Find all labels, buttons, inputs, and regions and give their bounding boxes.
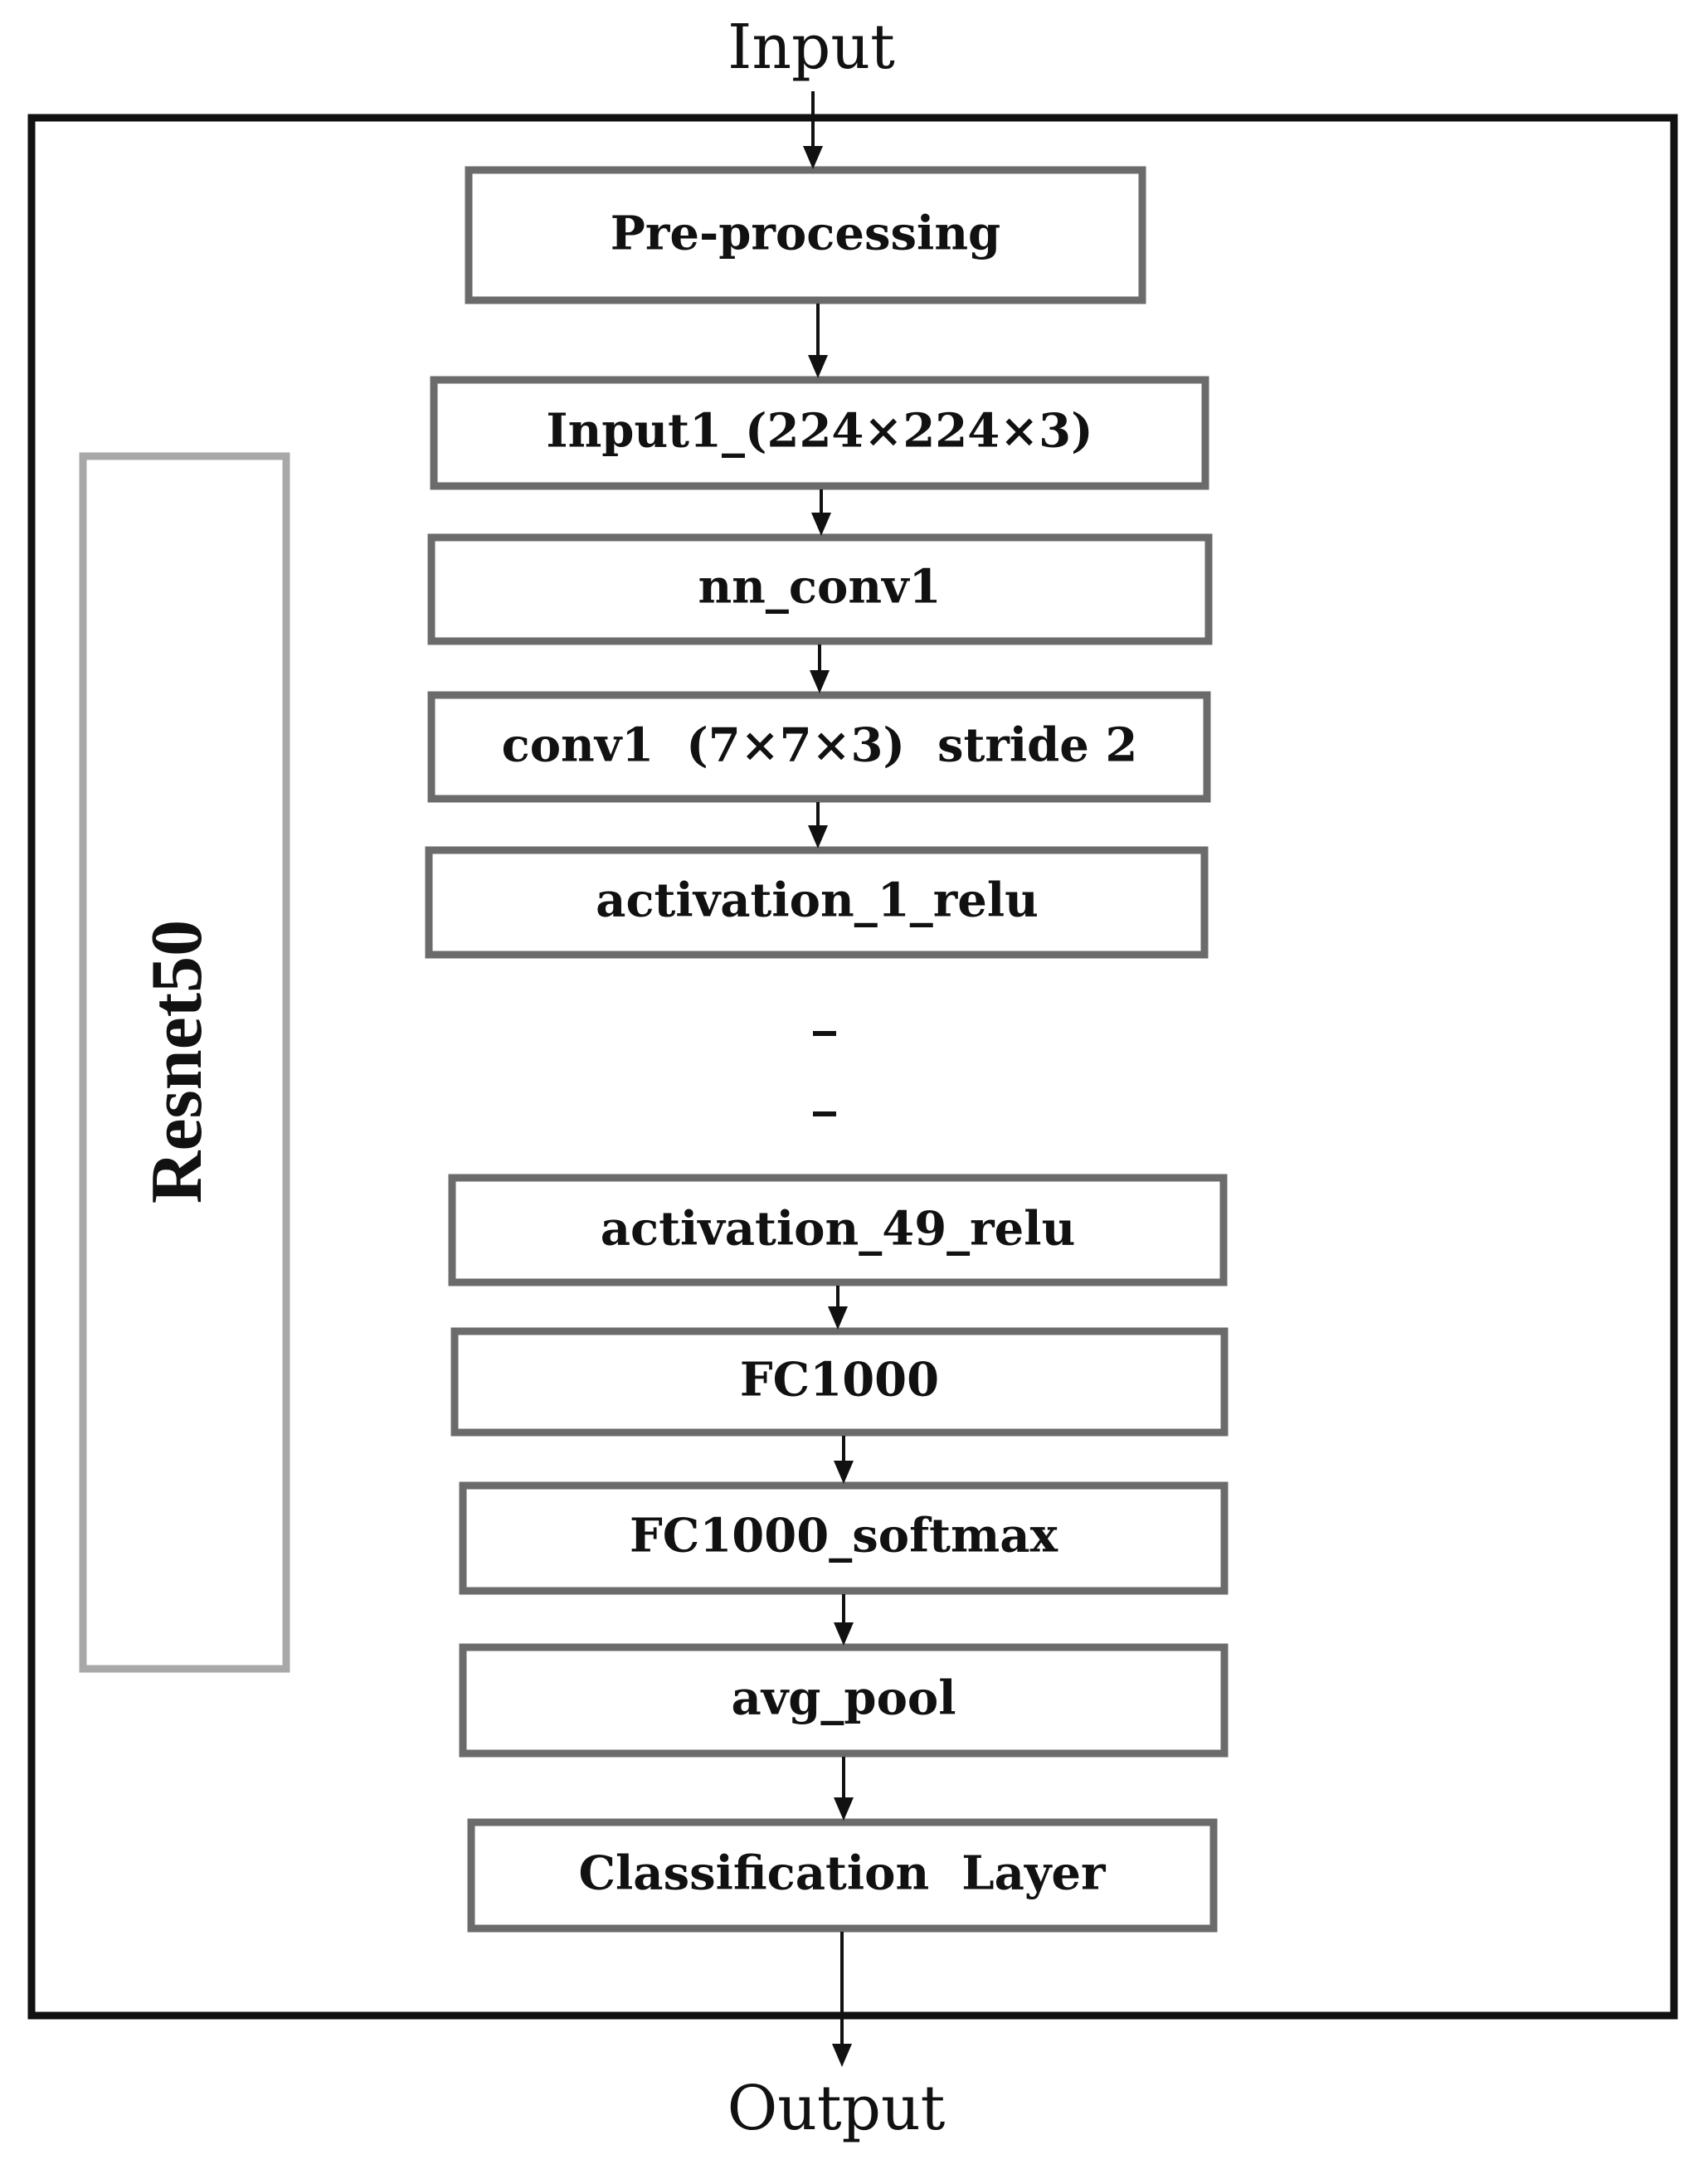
layer-box-fc1000: FC1000: [450, 1327, 1229, 1437]
outer-frame: [27, 114, 1678, 2020]
layer-label: activation_1_relu: [596, 873, 1039, 928]
layer-box-pre-processing: Pre-processing: [465, 166, 1146, 304]
arrow-activation-49-to-fc1000: [828, 1286, 848, 1330]
arrow-avg-pool-to-classification: [834, 1757, 854, 1821]
layer-box-nn-conv1: nn_conv1: [427, 533, 1213, 645]
layer-box-conv1: conv1 (7×7×3) stride 2: [427, 691, 1211, 803]
arrow-fc1000-to-softmax: [834, 1436, 854, 1484]
arrow-preprocessing-to-input1: [808, 304, 828, 378]
layer-label: avg_pool: [731, 1671, 956, 1726]
layer-label: conv1 (7×7×3) stride 2: [502, 718, 1138, 773]
layer-label: activation_49_relu: [601, 1202, 1076, 1257]
arrow-nn-conv1-to-conv1: [810, 644, 830, 693]
input-label: Input: [727, 12, 895, 83]
arrow-conv1-to-activation-1: [808, 802, 828, 849]
arrow-input1-to-nn-conv1: [811, 489, 831, 536]
layer-box-fc1000-softmax: FC1000_softmax: [459, 1481, 1229, 1595]
layer-label: nn_conv1: [698, 560, 941, 615]
arrow-input-to-preprocessing: [803, 91, 823, 169]
layer-box-avg-pool: avg_pool: [459, 1643, 1229, 1758]
arrow-softmax-to-avg-pool: [834, 1594, 854, 1646]
layer-label: Pre-processing: [611, 207, 1000, 261]
layer-label: FC1000: [740, 1353, 939, 1408]
ellipsis-dash: [813, 1111, 836, 1116]
output-label: Output: [727, 2073, 946, 2144]
resnet50-side-box: [79, 452, 290, 1673]
resnet50-label: Resnet50: [137, 920, 217, 1204]
layer-box-input1: Input1_(224×224×3): [430, 376, 1209, 490]
layer-label: Classification Layer: [578, 1846, 1107, 1901]
layer-box-activation-1-relu: activation_1_relu: [425, 846, 1209, 959]
layer-label: Input1_(224×224×3): [546, 404, 1092, 459]
arrow-classification-to-output: [832, 1932, 852, 2067]
layer-box-classification-layer: Classification Layer: [467, 1818, 1218, 1933]
layer-box-activation-49-relu: activation_49_relu: [448, 1174, 1228, 1286]
ellipsis-dash: [813, 1031, 836, 1036]
layer-label: FC1000_softmax: [630, 1509, 1058, 1564]
